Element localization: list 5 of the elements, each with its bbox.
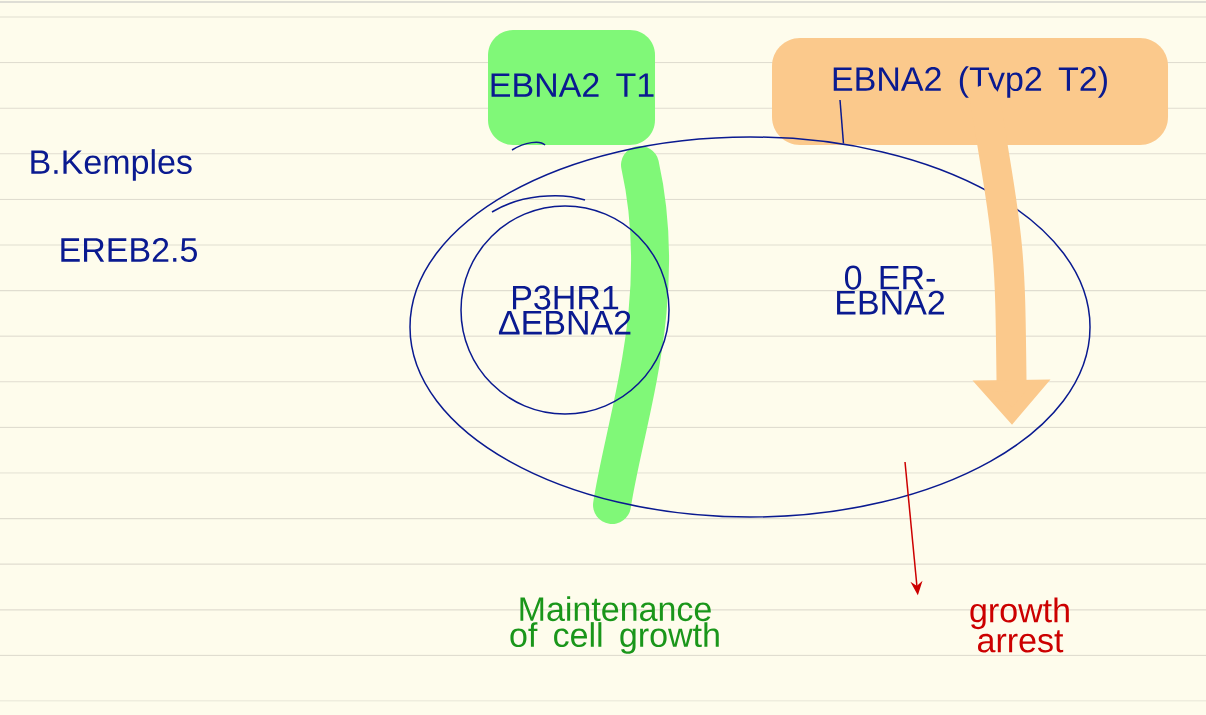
note-text: growth arrest [970,597,1069,653]
label-text: B.Kemples [31,149,192,181]
highlighted-text: EBNA2 T1 [491,73,654,97]
label-text: EREB2.5 [61,237,197,263]
note-text: Maintenance of cell growth [510,596,719,654]
